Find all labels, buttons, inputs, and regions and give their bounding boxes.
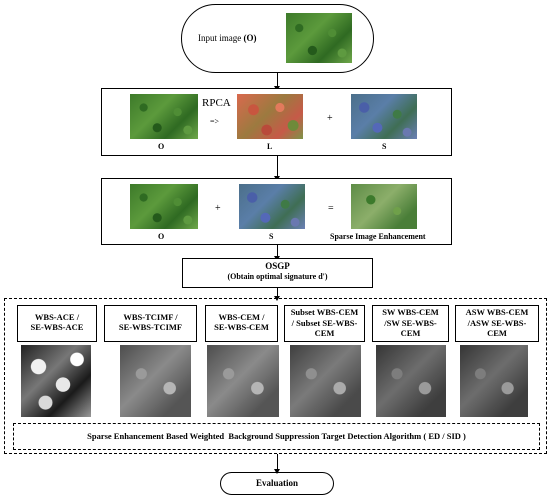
result-image-sw-cem (376, 345, 446, 417)
rpca-label-s: S (382, 142, 387, 151)
arrow-5 (274, 454, 280, 474)
rpca-label-l: L (267, 142, 273, 151)
osgp-subtitle: (Obtain optimal signature d') (227, 272, 328, 281)
enhance-image-o (130, 184, 198, 229)
rpca-image-l (237, 94, 303, 139)
arrow-1 (274, 73, 280, 91)
evaluation-node: Evaluation (220, 472, 334, 495)
enhance-label-o: O (158, 232, 165, 241)
enhance-image-s (239, 184, 305, 229)
rpca-label-o: O (158, 142, 165, 151)
evaluation-label: Evaluation (255, 478, 298, 488)
algo-box-tcimf: WBS-TCIMF /SE-WBS-TCIMF (104, 305, 197, 342)
rpca-title: RPCA (202, 97, 231, 109)
osgp-title: OSGP (265, 261, 290, 271)
result-image-ace (21, 345, 91, 417)
algo-box-subset-cem: Subset WBS-CEM/ Subset SE-WBS-CEM (284, 305, 365, 342)
arrow-2 (274, 156, 280, 181)
algo-box-asw-cem: ASW WBS-CEM/ASW SE-WBS-CEM (455, 305, 539, 342)
algo-box-ace: WBS-ACE /SE-WBS-ACE (17, 305, 97, 342)
algorithm-caption: Sparse Enhancement Based Weighted Backgr… (87, 431, 466, 441)
rpca-image-s (351, 94, 417, 139)
enhance-equals: = (328, 203, 334, 214)
result-image-asw-cem (460, 345, 528, 417)
arrow-3 (274, 245, 280, 261)
result-image-cem (207, 345, 279, 417)
enhance-box: + = O S Sparse Image Enhancement (101, 178, 452, 245)
enhance-image-result (351, 184, 417, 229)
result-image-subset-cem (290, 345, 361, 417)
rpca-image-o (130, 94, 198, 139)
input-image (286, 13, 352, 63)
algo-box-cem: WBS-CEM /SE-WBS-CEM (205, 305, 278, 342)
algo-box-sw-cem: SW WBS-CEM/SW SE-WBS-CEM (372, 305, 449, 342)
rpca-arrow-sign: => (210, 117, 220, 126)
enhance-label-s: S (269, 232, 274, 241)
arrow-4 (274, 288, 280, 301)
enhance-label-result: Sparse Image Enhancement (330, 232, 426, 241)
rpca-box: RPCA => + O L S (101, 88, 452, 156)
osgp-box: OSGP (Obtain optimal signature d') (182, 258, 373, 288)
result-image-tcimf (120, 345, 191, 417)
algorithm-group (4, 298, 547, 454)
algorithm-caption-box (13, 423, 540, 450)
input-node: Input image (O) (181, 4, 374, 73)
enhance-plus: + (215, 203, 221, 214)
rpca-plus: + (327, 113, 333, 124)
input-label: Input image (O) (198, 33, 257, 43)
